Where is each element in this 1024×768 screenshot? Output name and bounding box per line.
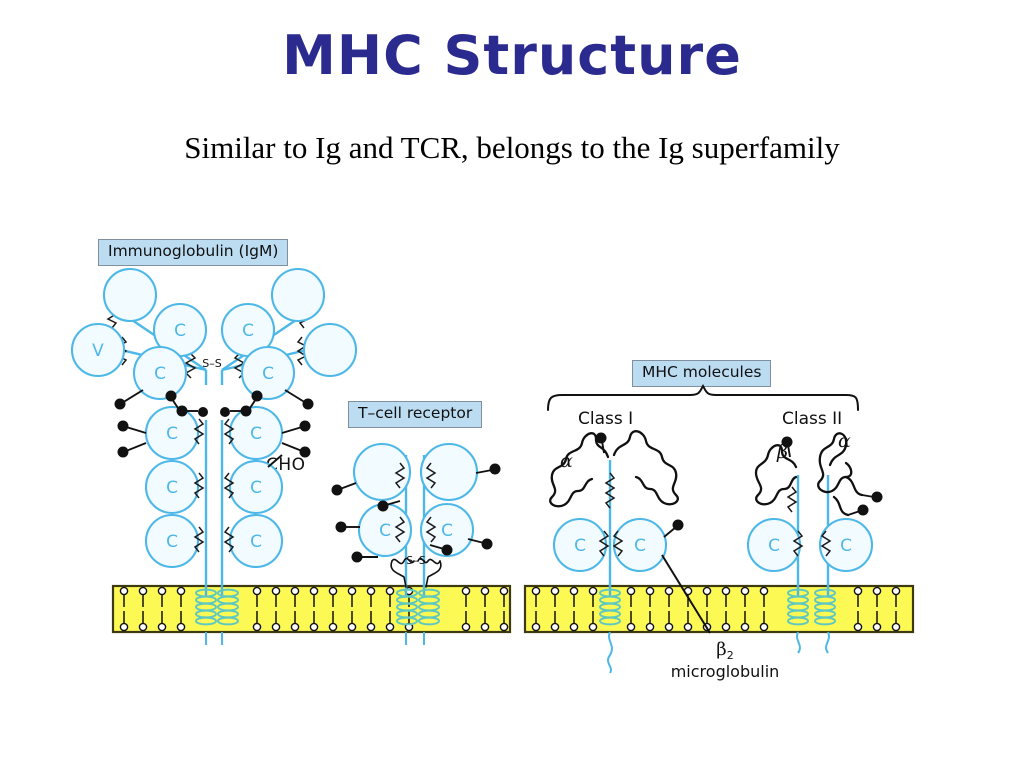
domain-class-i-b2m	[612, 517, 668, 573]
membrane-right	[523, 584, 915, 634]
domain-igm-vl-right	[302, 322, 358, 378]
figure-svg: S–S V C C C C C C	[70, 267, 915, 674]
membrane-left	[111, 584, 512, 634]
label-b2-microglobulin: β2 microglobulin	[640, 639, 810, 681]
domain-letter-class-ii-c-right: C	[840, 536, 852, 556]
lipid-tails-left	[119, 586, 509, 632]
domain-letter-c-7: C	[166, 478, 178, 498]
tm-helix-igm-2	[217, 588, 239, 626]
domain-letter-c-1: C	[174, 321, 186, 341]
domain-letter-c-10: C	[250, 532, 262, 552]
domain-letter-tcr-c-right: C	[441, 521, 453, 541]
domain-letter-c-2: C	[242, 321, 254, 341]
domain-letter-class-i-c-right: C	[634, 536, 646, 556]
tm-helix-class-ii-2	[814, 588, 836, 626]
domain-igm-vh-right	[270, 267, 326, 323]
mhc-structure-figure: Immunoglobulin (IgM) T–cell receptor MHC…	[0, 205, 1024, 725]
domain-letter-c-5: C	[166, 424, 178, 444]
domain-igm-ch4-left	[144, 513, 200, 569]
structure-mhc-class-i: C C	[549, 430, 711, 674]
tm-helix-igm-1	[195, 588, 217, 626]
lipid-tails-right	[531, 586, 901, 632]
page-subtitle: Similar to Ig and TCR, belongs to the Ig…	[184, 130, 840, 165]
b2m-beta: β	[716, 639, 727, 660]
b2m-leader-line	[661, 554, 711, 634]
tm-helix-class-i	[599, 588, 621, 626]
label-tcr: T–cell receptor	[348, 401, 483, 428]
label-immunoglobulin: Immunoglobulin (IgM)	[98, 239, 289, 266]
structure-tcr: C C S–S	[331, 442, 501, 645]
b2m-subscript: 2	[726, 649, 734, 663]
tm-helix-tcr-1	[396, 588, 418, 626]
domain-letter-v-left: V	[92, 341, 104, 361]
cho-knobs-igm	[114, 389, 314, 468]
domain-letter-tcr-c-left: C	[379, 521, 391, 541]
domain-igm-cl-right	[240, 345, 296, 401]
svg-text:S–S: S–S	[406, 554, 425, 567]
label-mhc-molecules: MHC molecules	[632, 360, 772, 387]
domain-igm-cl-left	[132, 345, 188, 401]
domain-letter-class-ii-c-left: C	[768, 536, 780, 556]
domain-letter-class-i-c-left: C	[574, 536, 586, 556]
page-title: MHC Structure	[282, 24, 742, 87]
structure-immunoglobulin: S–S V C C C C C C	[70, 267, 358, 645]
domain-letter-c-9: C	[166, 532, 178, 552]
domain-letter-c-8: C	[250, 478, 262, 498]
label-class-i: Class I	[578, 409, 634, 429]
b2m-word: microglobulin	[670, 661, 780, 681]
domain-igm-ch4-right	[228, 513, 284, 569]
domain-igm-ch3-left	[144, 459, 200, 515]
svg-text:S–S: S–S	[202, 357, 221, 370]
domain-class-ii-alpha2	[818, 517, 874, 573]
structure-mhc-class-ii: C C	[746, 432, 883, 654]
domain-tcr-c-right	[419, 502, 475, 558]
domain-letter-c-6: C	[250, 424, 262, 444]
domain-tcr-v-right	[419, 442, 479, 502]
domain-letter-c-3: C	[154, 364, 166, 384]
domain-igm-vh-left	[102, 267, 158, 323]
label-class-ii: Class II	[782, 409, 843, 429]
label-class-ii-alpha: α	[838, 430, 851, 452]
domain-igm-vl-left	[70, 322, 126, 378]
domain-tcr-v-left	[352, 442, 412, 502]
tm-helix-tcr-2	[418, 588, 440, 626]
domain-letter-c-4: C	[262, 364, 274, 384]
mhc-brace	[547, 384, 859, 411]
tm-helix-class-ii-1	[787, 588, 809, 626]
cho-knobs-tcr	[331, 463, 501, 563]
domain-igm-ch3-right	[228, 459, 284, 515]
